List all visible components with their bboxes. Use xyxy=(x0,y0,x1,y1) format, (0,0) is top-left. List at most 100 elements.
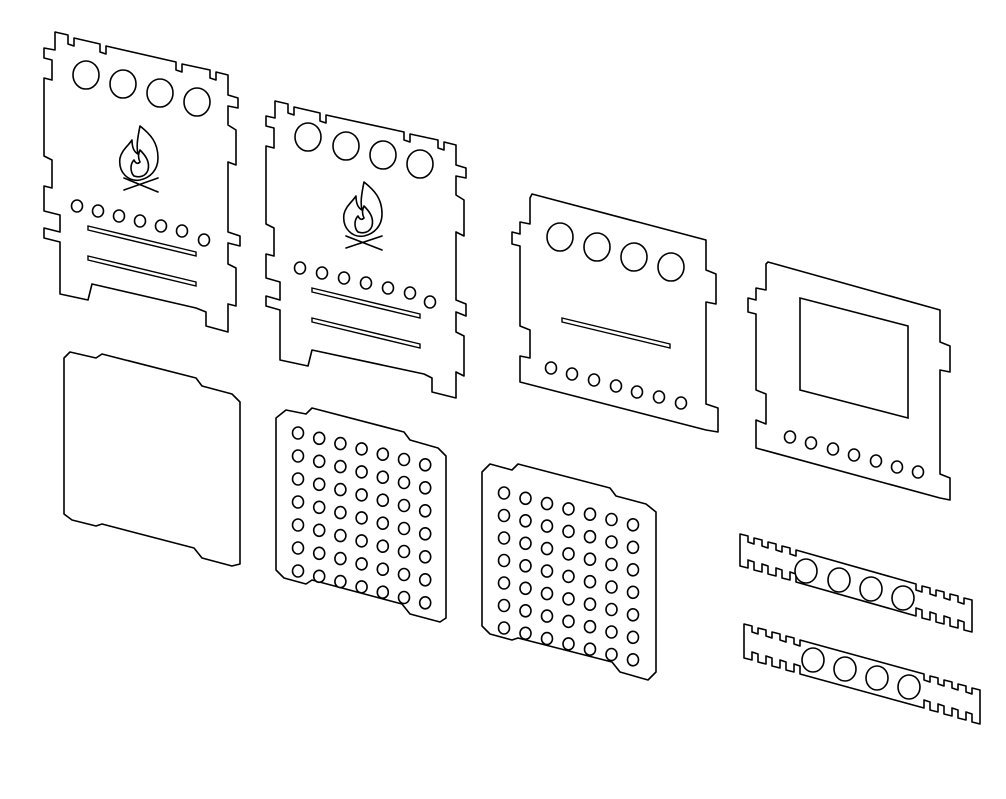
grate-hole xyxy=(397,567,411,582)
support-bar-a xyxy=(739,533,973,633)
grate-hole xyxy=(355,580,368,594)
grate-hole xyxy=(418,526,432,541)
grate-hole xyxy=(497,576,511,590)
grate-hole xyxy=(583,597,597,612)
grate-hole xyxy=(355,511,368,525)
grate-hole xyxy=(519,491,532,506)
grate-hole xyxy=(562,524,575,539)
grate-hole xyxy=(355,442,368,456)
grate-hole xyxy=(540,541,554,556)
back-panel xyxy=(511,193,719,433)
grate-hole xyxy=(497,486,511,500)
small-holes xyxy=(544,361,688,410)
grate-hole xyxy=(562,569,575,584)
grate-a xyxy=(275,407,447,623)
grate-hole xyxy=(540,609,554,623)
grate-hole xyxy=(583,529,597,544)
grate-hole xyxy=(562,547,575,561)
grate-hole xyxy=(376,447,390,462)
large-holes xyxy=(794,558,915,611)
solid-plate xyxy=(63,351,241,567)
grate-hole xyxy=(334,551,347,566)
grate-hole xyxy=(312,569,326,584)
grate-hole xyxy=(497,553,511,568)
grate-hole xyxy=(397,475,411,490)
grate-hole xyxy=(626,630,640,645)
slots xyxy=(311,287,421,349)
grate-hole xyxy=(355,488,368,502)
small-holes xyxy=(70,199,211,247)
grate-hole xyxy=(626,540,640,555)
grate-hole xyxy=(540,496,554,511)
grate-hole xyxy=(376,539,390,554)
grate-hole xyxy=(583,574,597,589)
grate-hole xyxy=(376,585,390,600)
grate-hole xyxy=(334,459,347,474)
grate-hole xyxy=(376,516,390,531)
grate-hole xyxy=(376,493,390,508)
grate-hole xyxy=(626,607,640,622)
grate-hole xyxy=(334,574,347,589)
grate-hole xyxy=(418,503,432,518)
window xyxy=(799,296,909,420)
grate-hole xyxy=(418,480,432,495)
campfire-icon xyxy=(118,125,159,193)
grate-hole xyxy=(626,585,640,600)
grate-hole xyxy=(562,502,575,516)
grate-hole xyxy=(583,642,597,657)
grate-hole xyxy=(583,507,597,522)
grate-hole xyxy=(312,523,326,538)
grate-hole xyxy=(312,546,326,561)
grate-hole xyxy=(519,513,532,528)
grate-hole xyxy=(376,562,390,577)
grate-hole xyxy=(519,558,532,573)
grate-hole xyxy=(291,495,305,509)
grate-hole xyxy=(334,436,347,451)
grate-hole xyxy=(540,631,554,646)
grate-hole xyxy=(519,536,532,551)
grate-hole xyxy=(540,519,554,533)
grate-hole xyxy=(355,465,368,479)
grate-hole xyxy=(312,454,326,469)
slot xyxy=(561,317,671,349)
grate-hole xyxy=(626,562,640,577)
large-holes xyxy=(72,60,211,117)
grate-hole xyxy=(334,482,347,497)
grate-hole xyxy=(334,528,347,543)
grate-hole xyxy=(497,508,511,523)
grate-hole xyxy=(291,449,305,463)
side-panel-b xyxy=(265,100,467,399)
grate-hole xyxy=(605,625,618,639)
grate-hole xyxy=(605,512,618,527)
grate-hole xyxy=(418,572,432,587)
large-holes xyxy=(294,122,434,179)
grate-b xyxy=(481,463,657,681)
grate-hole xyxy=(562,637,575,651)
grate-hole xyxy=(312,477,326,492)
slots xyxy=(87,225,197,287)
grate-hole xyxy=(397,521,411,536)
grate-hole xyxy=(497,598,511,613)
grate-hole xyxy=(605,647,618,662)
grate-hole xyxy=(519,581,532,596)
grate-hole xyxy=(418,457,432,472)
grate-hole xyxy=(626,652,640,667)
front-panel xyxy=(747,261,951,501)
large-holes xyxy=(801,647,921,700)
small-holes xyxy=(293,261,437,309)
grate-hole xyxy=(605,602,618,617)
grate-hole xyxy=(334,505,347,520)
campfire-icon xyxy=(342,181,383,251)
grate-hole xyxy=(291,426,305,440)
grate-hole xyxy=(418,595,432,610)
grate-hole xyxy=(291,541,305,555)
grate-holes xyxy=(291,426,432,610)
grate-hole xyxy=(562,592,575,606)
grate-hole xyxy=(605,557,618,572)
grate-hole xyxy=(291,472,305,486)
support-bar-b xyxy=(743,623,981,725)
grate-hole xyxy=(397,452,411,467)
grate-hole xyxy=(583,552,597,567)
